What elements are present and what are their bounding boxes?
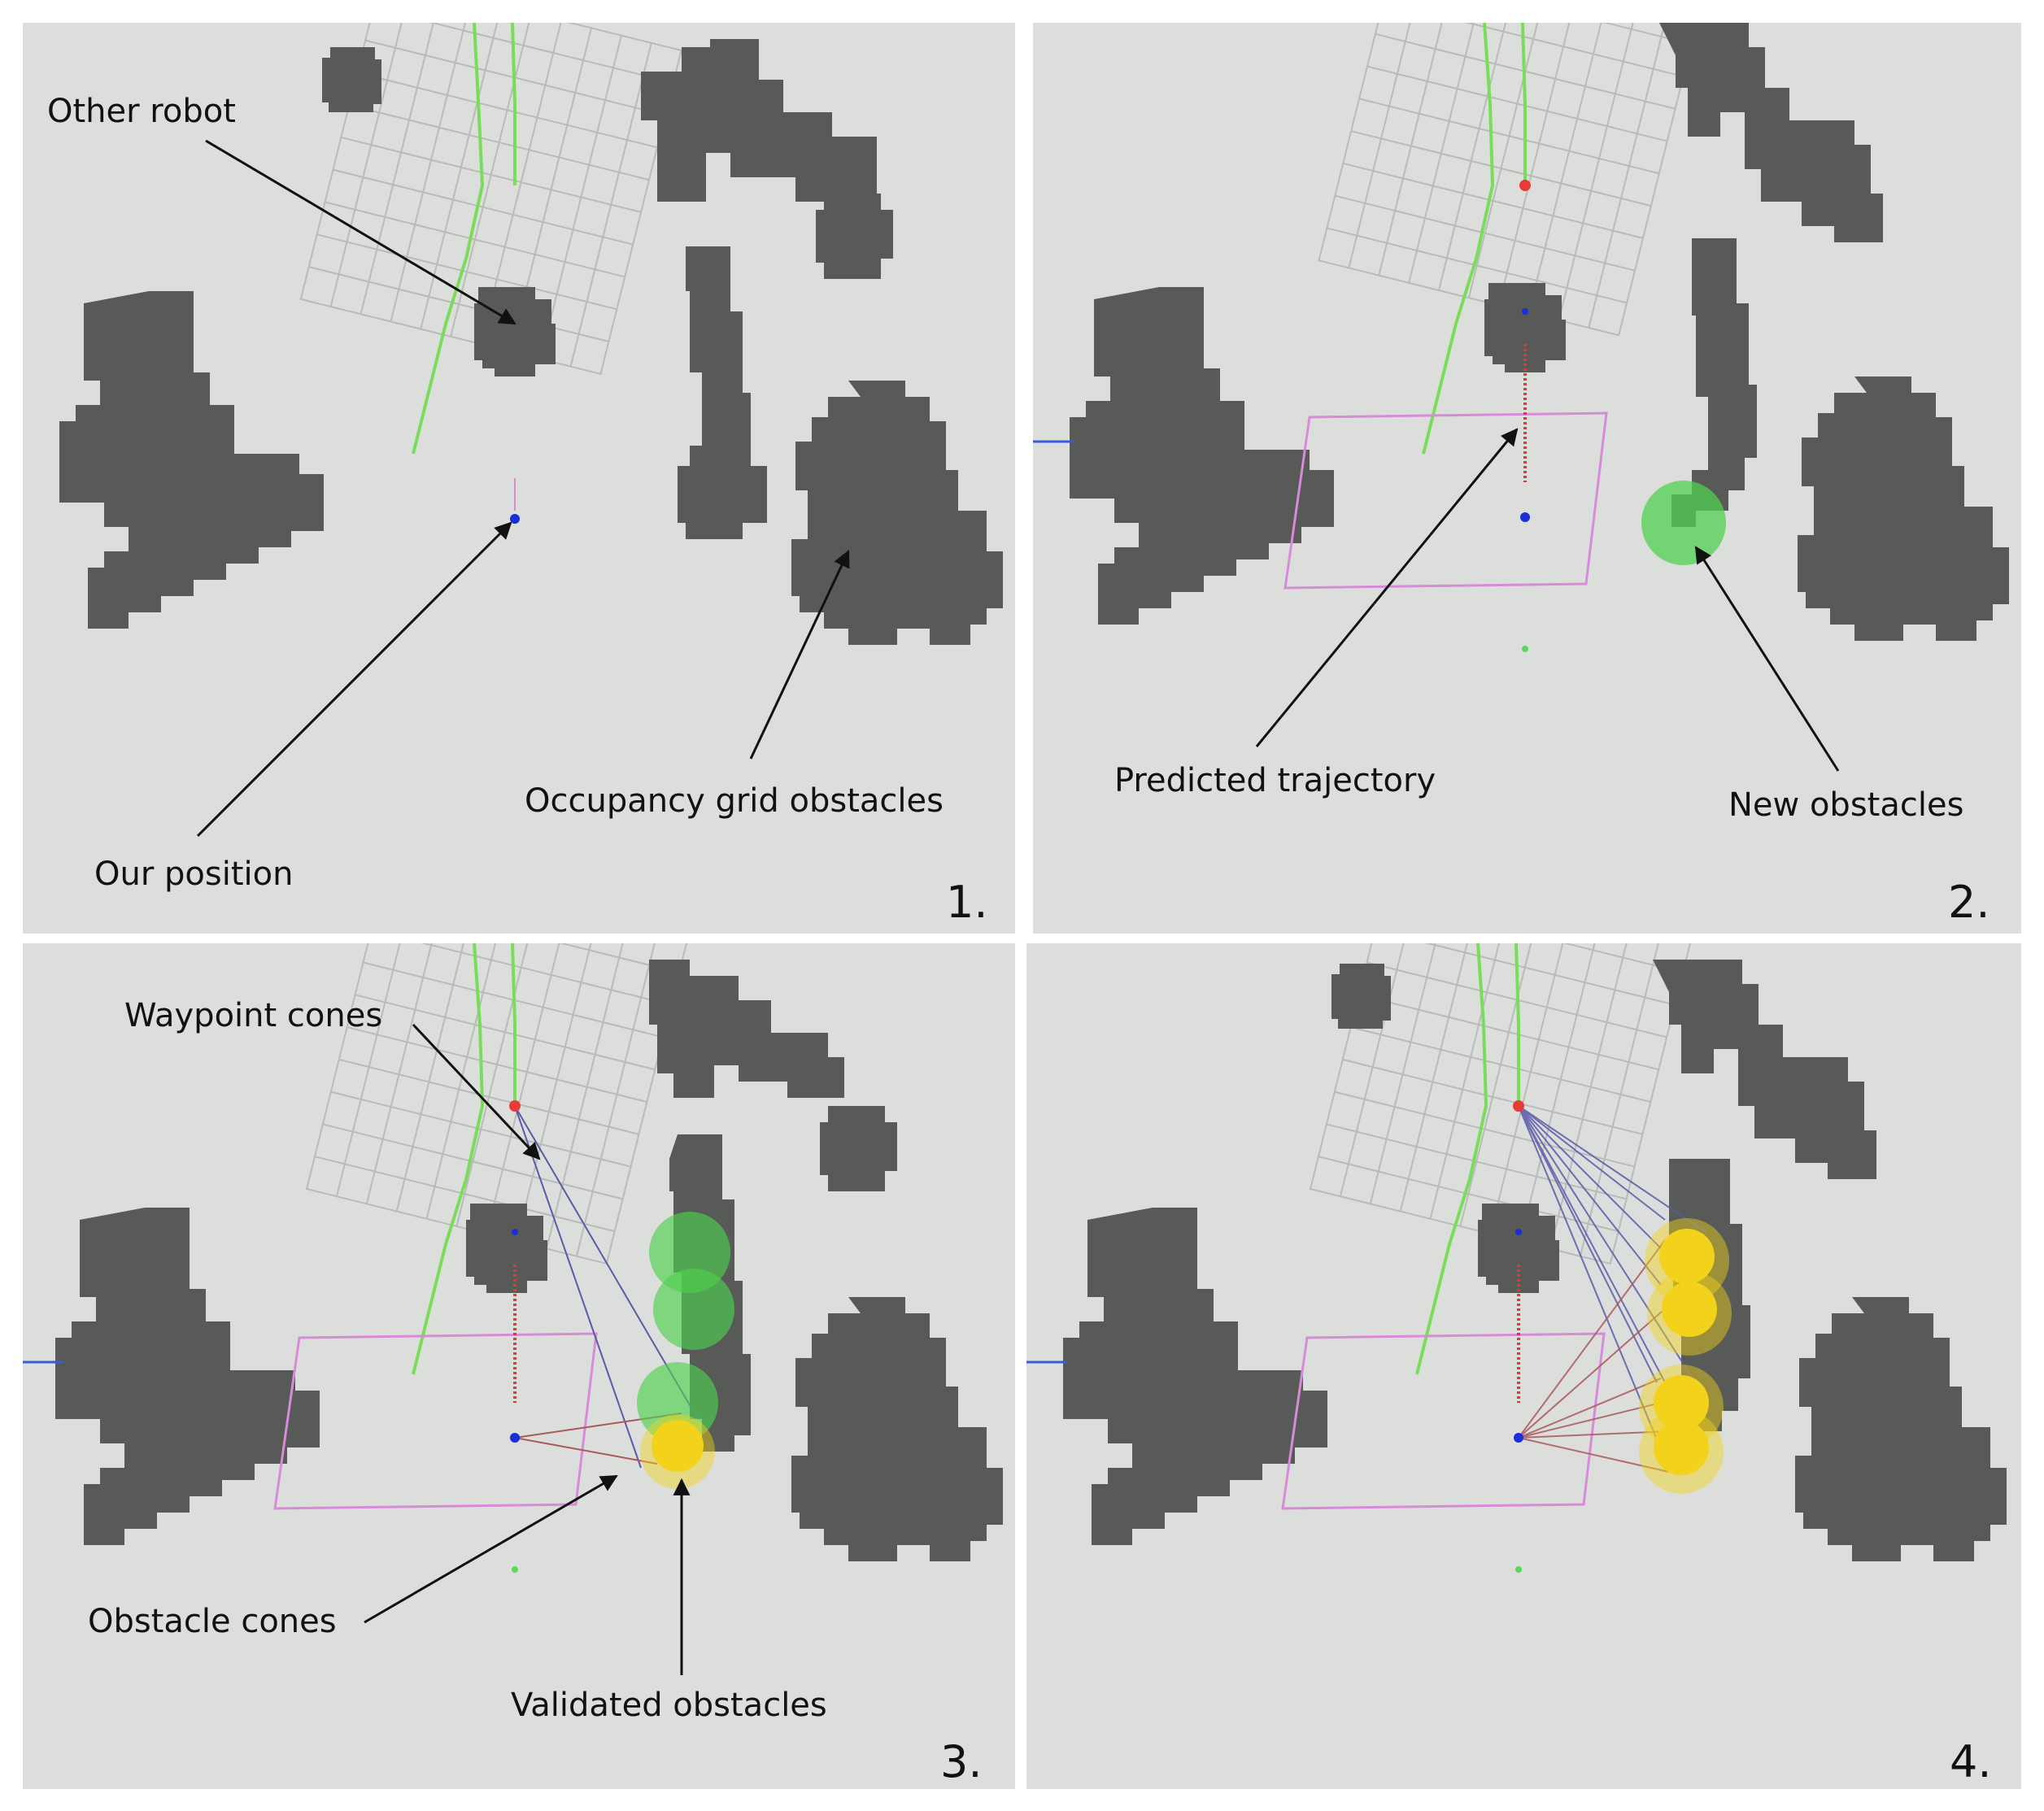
obstacle-top-right <box>1653 960 1876 1179</box>
obstacle-mid-right <box>820 1106 897 1191</box>
obstacle-top-right <box>641 39 877 218</box>
other-robot-center <box>512 1229 518 1235</box>
our-robot-marker <box>510 1433 520 1443</box>
annotation-arrows <box>364 1023 691 1675</box>
safety-box <box>1283 411 1608 590</box>
panel-number: 3. <box>940 1736 983 1787</box>
safety-box <box>1281 1332 1606 1510</box>
arrow-other-robot <box>205 139 516 325</box>
arrow-new-obstacles <box>1694 546 1840 772</box>
panel-number: 1. <box>946 877 988 928</box>
label-other-robot: Other robot <box>47 93 236 130</box>
panel-4-canvas: 4. <box>1026 943 2021 1789</box>
validated-obstacle-core <box>652 1420 704 1472</box>
obstacle-cones <box>1518 1239 1678 1473</box>
obstacle-big-blob <box>791 381 1003 645</box>
label-our-position: Our position <box>94 855 293 893</box>
occupancy-grid <box>299 23 682 376</box>
arrow-our-position <box>196 521 512 838</box>
label-obstacle-cones: Obstacle cones <box>88 1603 337 1640</box>
arrow-obstacle-cones <box>364 1474 618 1624</box>
other-robot-center <box>1522 308 1528 315</box>
obstacle-other-robot <box>1484 283 1566 372</box>
panel-2-canvas: Predicted trajectory New obstacles 2. <box>1033 23 2021 934</box>
other-robot-center <box>1515 1229 1522 1235</box>
arrow-predicted-trajectory <box>1255 428 1519 747</box>
arrow-waypoint-cones <box>412 1023 541 1160</box>
label-new-obstacles: New obstacles <box>1728 786 1963 824</box>
arrow-grid-obstacles <box>749 550 850 760</box>
goal-marker <box>1515 1566 1522 1573</box>
new-obstacle-circle <box>1641 481 1726 565</box>
obstacle-y-shape <box>59 291 324 629</box>
obstacle-y-shape <box>1070 287 1334 625</box>
waypoint-marker <box>1513 1100 1524 1112</box>
waypoint-marker <box>1519 180 1531 191</box>
obstacle-small <box>322 47 381 112</box>
obstacle-y-shape <box>1063 1208 1327 1545</box>
obstacle-other-robot <box>474 287 556 377</box>
global-path <box>412 943 516 1375</box>
obstacle-big-blob <box>1795 1297 2007 1561</box>
waypoint-marker <box>509 1100 521 1112</box>
obstacle-big-blob <box>1798 377 2009 641</box>
obstacle-y-shape <box>55 1208 320 1545</box>
label-grid-obstacles: Occupancy grid obstacles <box>525 782 944 820</box>
obstacle-top-right <box>649 960 844 1098</box>
obstacles <box>1063 960 2007 1561</box>
our-robot-marker <box>1520 512 1530 522</box>
panel-number: 2. <box>1948 877 1990 928</box>
our-robot-marker <box>1514 1433 1523 1443</box>
obstacle-other-robot <box>466 1204 547 1293</box>
goal-marker <box>512 1566 518 1573</box>
safety-box <box>273 1332 598 1510</box>
panel-2: Predicted trajectory New obstacles 2. <box>1033 23 2021 934</box>
obstacle-mid-right <box>816 194 893 279</box>
occupancy-grid <box>1318 23 1701 337</box>
obstacle-other-robot <box>1478 1204 1559 1293</box>
global-path <box>1422 23 1527 455</box>
goal-marker <box>1522 646 1528 652</box>
panel-1: Other robot Our position Occupancy grid … <box>23 23 1015 934</box>
our-robot-marker <box>510 478 520 524</box>
label-predicted-trajectory: Predicted trajectory <box>1114 762 1436 799</box>
global-path <box>1415 943 1520 1375</box>
validated-obstacles <box>1639 1218 1732 1494</box>
obstacle-big-blob <box>791 1297 1003 1561</box>
annotation-arrows <box>196 139 850 838</box>
panel-3-canvas: Waypoint cones Obstacle cones Validated … <box>23 943 1015 1789</box>
global-path <box>412 23 516 455</box>
obstacles <box>59 39 1003 645</box>
obstacle-top-right <box>1659 23 1883 242</box>
panel-4: 4. <box>1026 943 2021 1789</box>
obstacle-small <box>1331 964 1391 1029</box>
obstacle-vertical <box>678 246 767 539</box>
label-validated-obstacles: Validated obstacles <box>511 1687 827 1724</box>
obstacle-circles <box>637 1212 734 1489</box>
panel-number: 4. <box>1950 1736 1992 1787</box>
obstacles <box>1070 23 2009 641</box>
panel-3: Waypoint cones Obstacle cones Validated … <box>23 943 1015 1789</box>
label-waypoint-cones: Waypoint cones <box>124 997 382 1034</box>
panel-1-canvas: Other robot Our position Occupancy grid … <box>23 23 1015 934</box>
obstacle-vertical <box>1671 238 1757 527</box>
annotation-arrows <box>1255 428 1840 772</box>
